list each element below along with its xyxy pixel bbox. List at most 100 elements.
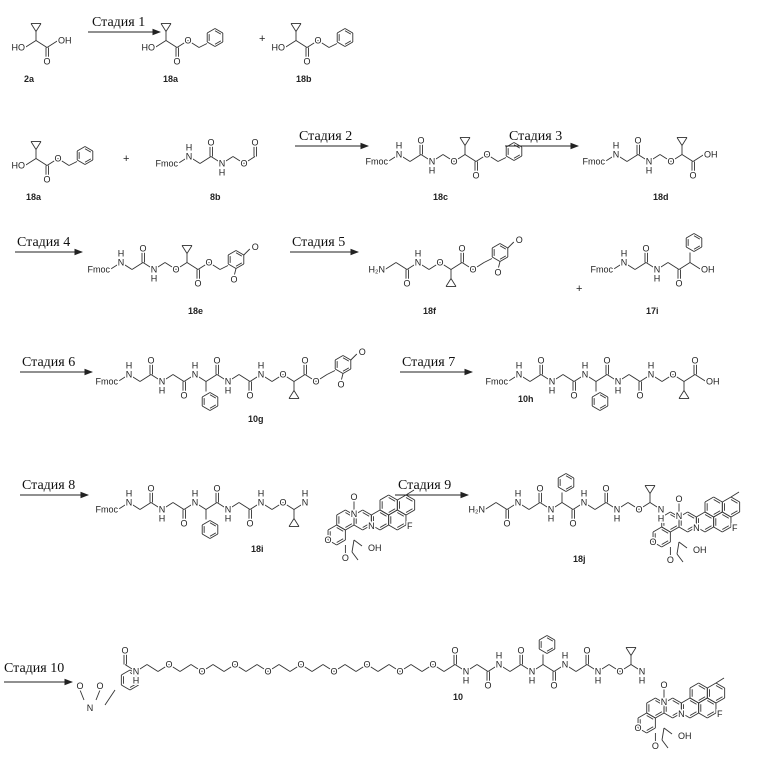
- atom-oh: OH: [701, 265, 715, 275]
- bond: [664, 728, 672, 734]
- atom-o: O: [494, 268, 501, 278]
- bond: [210, 521, 218, 526]
- bond: [363, 510, 372, 515]
- bond: [492, 244, 500, 249]
- bond: [655, 713, 664, 718]
- stage-2-label: Стадия 2: [299, 129, 352, 144]
- bond: [85, 160, 93, 165]
- atom-f: F: [717, 709, 723, 719]
- bond: [562, 503, 573, 510]
- bond: [731, 512, 740, 517]
- atom-h: H: [186, 143, 193, 153]
- bond: [345, 525, 354, 530]
- bond: [345, 665, 356, 672]
- atom-n: N: [351, 509, 358, 519]
- atom-fmoc: Fmoc: [88, 265, 111, 275]
- atom-o: O: [324, 535, 331, 545]
- bond: [529, 503, 540, 510]
- bond: [485, 503, 496, 510]
- bond: [596, 375, 607, 382]
- bond: [202, 521, 210, 526]
- bond: [389, 525, 398, 530]
- bond: [207, 29, 215, 34]
- atom-h: H: [225, 386, 232, 396]
- bond: [716, 678, 724, 683]
- atom-oh: OH: [693, 545, 707, 555]
- atom-o: O: [634, 723, 641, 733]
- plus-sign: +: [259, 33, 265, 45]
- bond: [662, 542, 671, 547]
- bond: [716, 698, 725, 703]
- atom-h: H: [192, 361, 199, 371]
- arrows: [4, 32, 578, 682]
- bond: [337, 525, 346, 530]
- bond: [180, 665, 191, 672]
- bond: [679, 391, 684, 399]
- bond: [592, 406, 600, 411]
- atom-o: O: [180, 519, 187, 529]
- bond: [36, 24, 41, 32]
- bond: [166, 24, 171, 32]
- atom-h: H: [613, 141, 620, 151]
- atom-h: H: [159, 386, 166, 396]
- atom-o: O: [667, 555, 674, 565]
- bond: [352, 552, 358, 560]
- stage-1-label: Стадия 1: [92, 15, 145, 30]
- bond: [647, 713, 656, 718]
- bond: [289, 391, 294, 399]
- atom-o: O: [635, 505, 642, 515]
- atom-h: H: [126, 361, 133, 371]
- compound-label-18f: 18f: [423, 306, 437, 316]
- bond: [380, 525, 389, 530]
- atom-o: O: [342, 553, 349, 563]
- atom-o: O: [472, 171, 479, 181]
- bond: [206, 375, 217, 382]
- bond: [714, 497, 723, 502]
- atom-ho: HO: [142, 43, 156, 53]
- bond: [378, 665, 389, 672]
- atom-n: N: [676, 511, 683, 521]
- atom-n: N: [661, 697, 668, 707]
- atom-h: H: [581, 489, 588, 499]
- atom-o: O: [303, 57, 310, 67]
- atom-o: O: [451, 646, 458, 656]
- atom-h: H: [614, 514, 621, 524]
- bond: [645, 486, 650, 494]
- bond: [77, 160, 85, 165]
- bond: [296, 41, 307, 48]
- atom-o: O: [537, 356, 544, 366]
- compound-label-2a: 2a: [24, 74, 35, 84]
- bond: [677, 554, 683, 562]
- bond: [354, 540, 362, 546]
- bond: [592, 393, 600, 398]
- atom-o: O: [184, 36, 191, 46]
- compound-label-18b: 18b: [296, 74, 312, 84]
- bond: [385, 263, 396, 270]
- stage-4-label: Стадия 4: [17, 235, 70, 250]
- atom-o: O: [483, 150, 490, 160]
- atom-n: N: [192, 370, 199, 380]
- bond: [690, 713, 699, 718]
- stage-3-label: Стадия 3: [509, 129, 562, 144]
- atom-n: N: [258, 370, 265, 380]
- atom-h: H: [225, 514, 232, 524]
- bond: [337, 540, 346, 545]
- compound-label-18j: 18j: [573, 554, 586, 564]
- atom-fmoc: Fmoc: [591, 265, 614, 275]
- atom-o: O: [54, 154, 61, 164]
- atom-h: H: [159, 514, 166, 524]
- bond: [354, 525, 363, 530]
- atom-o: O: [616, 667, 623, 677]
- atom-h: H: [639, 676, 646, 686]
- atom-o: O: [350, 492, 357, 502]
- bond: [182, 246, 187, 254]
- atom-h: H: [302, 489, 309, 499]
- bond: [352, 540, 354, 552]
- bond: [207, 42, 215, 47]
- bond: [647, 698, 656, 703]
- bond: [690, 683, 699, 688]
- atom-o: O: [251, 138, 258, 148]
- bond: [337, 29, 345, 34]
- bond: [220, 266, 228, 270]
- bond: [202, 534, 210, 539]
